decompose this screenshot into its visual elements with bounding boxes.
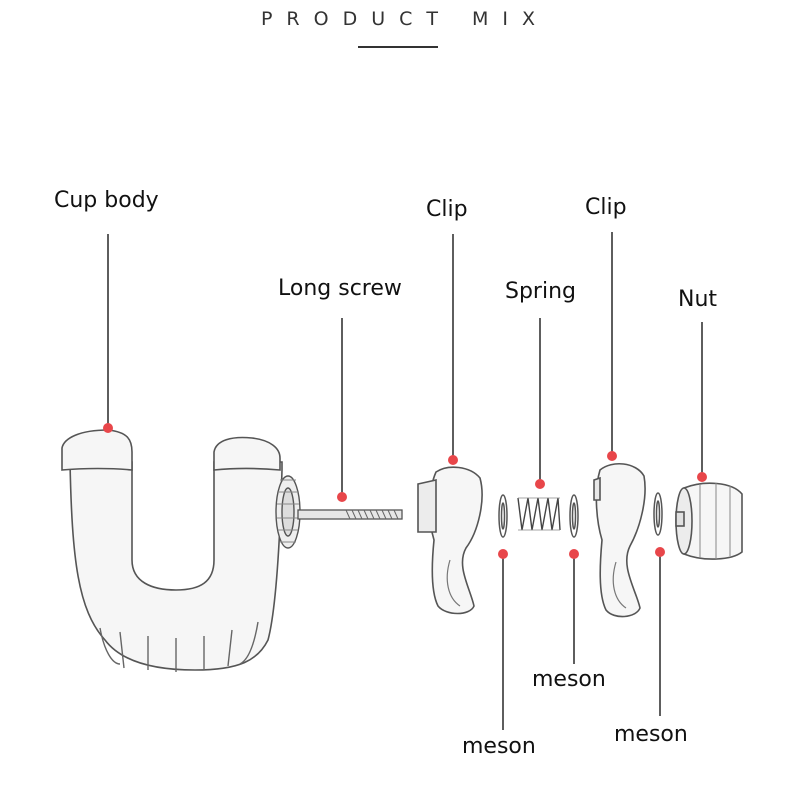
label-long-screw: Long screw [278,276,402,301]
marker-meson-right [655,547,665,557]
label-clip-right: Clip [585,195,627,220]
page-title: PRODUCT MIX [260,8,550,30]
long-screw-part [297,509,403,520]
marker-long-screw [337,492,347,502]
label-cup-body: Cup body [54,188,159,213]
label-meson-middle: meson [532,667,606,692]
meson-right-part [653,492,663,536]
marker-meson-left [498,549,508,559]
leader-lines [107,232,703,730]
label-spring: Spring [505,279,576,304]
label-clip-left: Clip [426,197,468,222]
label-meson-left: meson [462,734,536,759]
cup-body-part [61,429,283,672]
spring-part [517,497,561,531]
markers [103,423,707,559]
marker-clip-left [448,455,458,465]
meson-left-part [498,494,508,538]
clip-left-part [417,466,483,615]
marker-clip-right [607,451,617,461]
cup-gear [275,475,301,549]
title-underline [358,46,438,48]
marker-cup-body [103,423,113,433]
marker-spring [535,479,545,489]
nut-part [675,482,743,560]
marker-nut [697,472,707,482]
clip-right-part [593,463,646,618]
marker-meson-middle [569,549,579,559]
meson-middle-part [569,494,579,538]
label-meson-right: meson [614,722,688,747]
label-nut: Nut [678,287,718,312]
